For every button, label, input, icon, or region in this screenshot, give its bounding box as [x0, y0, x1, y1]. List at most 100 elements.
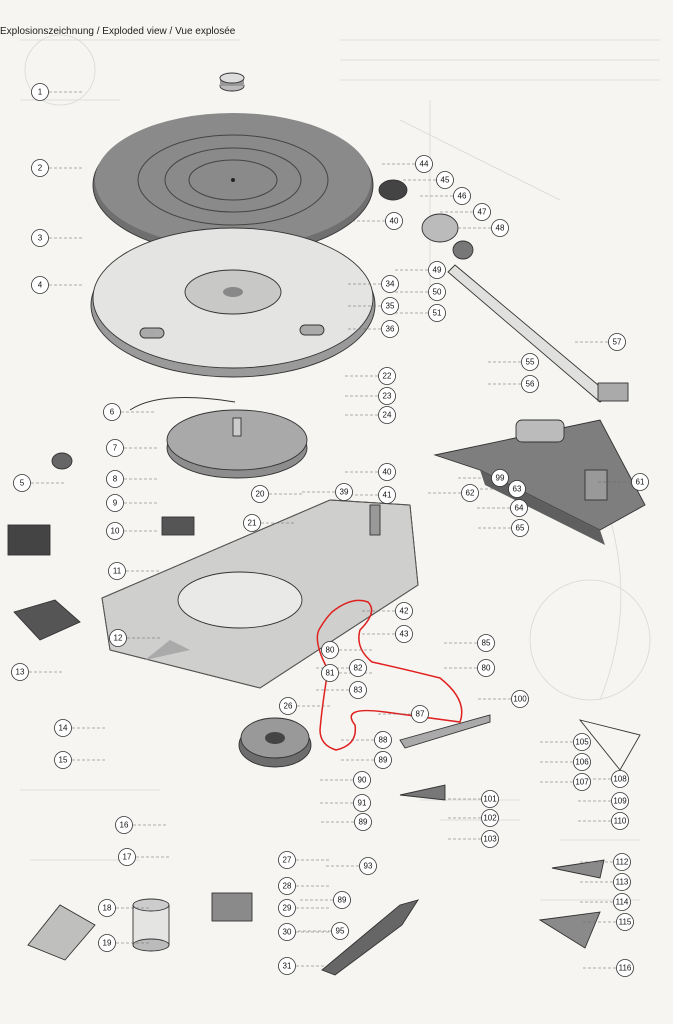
callout-87: 87: [411, 705, 429, 723]
callout-number: 45: [441, 176, 450, 185]
callout-number: 9: [113, 499, 118, 508]
callout-number: 89: [338, 896, 347, 905]
callout-63: 63: [508, 480, 526, 498]
callout-number: 114: [616, 898, 629, 907]
callout-number: 13: [16, 668, 25, 677]
arm-lift-assembly: [211, 714, 641, 976]
callout-29: 29: [278, 899, 296, 917]
callout-number: 39: [340, 488, 349, 497]
callout-number: 103: [483, 835, 497, 844]
callout-number: 17: [123, 853, 132, 862]
callout-number: 50: [433, 288, 442, 297]
callout-115: 115: [616, 913, 634, 931]
callout-93: 93: [359, 857, 377, 875]
callout-number: 85: [482, 639, 491, 648]
callout-number: 55: [526, 358, 535, 367]
callout-23: 23: [378, 387, 396, 405]
callout-57: 57: [608, 333, 626, 351]
callout-number: 41: [383, 491, 392, 500]
callout-109: 109: [611, 792, 629, 810]
chassis: [101, 499, 419, 689]
callout-82: 82: [349, 659, 367, 677]
callout-number: 23: [383, 392, 392, 401]
callout-number: 40: [390, 217, 399, 226]
callout-108: 108: [611, 770, 629, 788]
callout-41: 41: [378, 486, 396, 504]
callout-107: 107: [573, 773, 591, 791]
callout-number: 40: [383, 468, 392, 477]
callout-51: 51: [428, 304, 446, 322]
callout-89: 89: [333, 891, 351, 909]
callout-layer: 1234567891011121314151617181920212223242…: [11, 83, 649, 977]
callout-number: 90: [358, 776, 367, 785]
callout-number: 106: [575, 758, 589, 767]
callout-number: 31: [283, 962, 292, 971]
small-parts: [7, 179, 629, 641]
callout-number: 35: [386, 302, 395, 311]
callout-11: 11: [108, 562, 126, 580]
callout-number: 19: [103, 939, 112, 948]
callout-number: 91: [358, 799, 367, 808]
callout-number: 110: [614, 817, 627, 826]
callout-number: 56: [526, 380, 535, 389]
callout-35: 35: [381, 297, 399, 315]
callout-number: 29: [283, 904, 292, 913]
callout-number: 48: [496, 224, 505, 233]
callout-83: 83: [349, 681, 367, 699]
control-panel-cover: [433, 419, 646, 545]
callout-7: 7: [106, 439, 124, 457]
callout-number: 99: [496, 474, 505, 483]
callout-number: 82: [354, 664, 363, 673]
callout-30: 30: [278, 923, 296, 941]
callout-81: 81: [321, 664, 339, 682]
callout-number: 44: [420, 160, 429, 169]
callout-number: 4: [38, 281, 43, 290]
subplatter: [129, 397, 308, 479]
callout-number: 105: [575, 738, 589, 747]
callout-90: 90: [353, 771, 371, 789]
callout-number: 1: [38, 88, 43, 97]
callout-number: 46: [458, 192, 467, 201]
callout-number: 109: [613, 797, 627, 806]
platter: [90, 227, 376, 378]
callout-44: 44: [415, 155, 433, 173]
callout-40: 40: [378, 463, 396, 481]
background-ghost: [20, 34, 660, 901]
callout-88: 88: [374, 731, 392, 749]
callout-20: 20: [251, 485, 269, 503]
callout-number: 28: [283, 882, 292, 891]
callout-6: 6: [103, 403, 121, 421]
callout-number: 80: [326, 646, 335, 655]
callout-number: 80: [482, 664, 491, 673]
callout-number: 27: [283, 856, 292, 865]
tonearm-rod: [447, 264, 611, 403]
callout-number: 112: [616, 858, 629, 867]
callout-number: 6: [110, 408, 115, 417]
callout-number: 49: [433, 266, 442, 275]
callout-number: 63: [513, 485, 522, 494]
callout-89: 89: [374, 751, 392, 769]
callout-number: 21: [248, 519, 257, 528]
callout-95: 95: [331, 922, 349, 940]
leader-lines: [29, 91, 631, 969]
callout-number: 7: [113, 444, 118, 453]
callout-number: 115: [619, 918, 632, 927]
callout-number: 100: [513, 695, 527, 704]
callout-48: 48: [491, 219, 509, 237]
callout-number: 93: [364, 862, 373, 871]
callout-42: 42: [395, 602, 413, 620]
callout-number: 101: [483, 795, 497, 804]
callout-17: 17: [118, 848, 136, 866]
callout-number: 34: [386, 280, 395, 289]
callout-80: 80: [477, 659, 495, 677]
callout-number: 47: [478, 208, 487, 217]
callout-number: 64: [515, 504, 524, 513]
motor: [27, 898, 170, 961]
callout-number: 83: [354, 686, 363, 695]
callout-number: 18: [103, 904, 112, 913]
callout-number: 81: [326, 669, 335, 678]
callout-number: 62: [466, 489, 475, 498]
callout-62: 62: [461, 484, 479, 502]
callout-number: 43: [400, 630, 409, 639]
